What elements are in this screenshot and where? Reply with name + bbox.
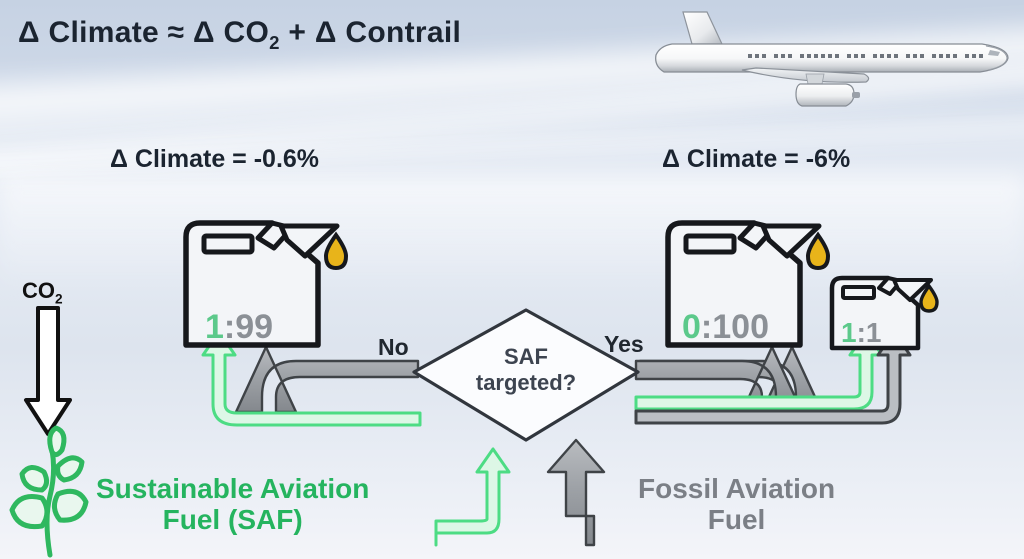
title-prefix: Δ Climate ≈ Δ CO [18, 16, 270, 49]
co2-label-subscript: 2 [55, 291, 63, 307]
title-suffix: + Δ Contrail [279, 16, 462, 49]
title-subscript: 2 [269, 32, 280, 53]
can-ratio-left-green: 1 [205, 308, 224, 346]
can-ratio-right-small-gray: :1 [857, 317, 882, 348]
oil-droplet-icon [919, 283, 939, 313]
decision-label-line2: targeted? [475, 370, 577, 396]
can-ratio-left-gray: :99 [224, 308, 273, 346]
co2-label-prefix: CO [22, 278, 55, 303]
fuel-can-icon-left [183, 220, 349, 348]
fossil-fuel-label: Fossil Aviation Fuel [638, 473, 835, 536]
can-ratio-right-big-green: 0 [682, 308, 701, 346]
page-title: Δ Climate ≈ Δ CO2 + Δ Contrail [18, 16, 461, 54]
can-ratio-right-small-green: 1 [841, 317, 857, 348]
oil-droplet-icon [805, 231, 831, 271]
can-ratio-left: 1:99 [205, 308, 273, 346]
oil-droplet-icon [323, 231, 349, 271]
branch-label-no: No [378, 334, 409, 360]
climate-label-left: Δ Climate = -0.6% [110, 145, 320, 173]
decision-diamond-label: SAF targeted? [455, 344, 597, 397]
saf-label-line1: Sustainable Aviation [96, 473, 370, 504]
fuel-can-icon-right-big [665, 220, 831, 348]
co2-down-arrow-icon [24, 306, 72, 436]
branch-label-yes: Yes [604, 331, 644, 357]
can-ratio-right-small: 1:1 [841, 317, 881, 348]
saf-fuel-label: Sustainable Aviation Fuel (SAF) [96, 473, 369, 536]
fossil-label-line1: Fossil Aviation [638, 473, 836, 504]
decision-label-line1: SAF [504, 344, 548, 369]
co2-label: CO2 [22, 278, 63, 306]
can-ratio-right-big-gray: :100 [701, 308, 769, 346]
saf-label-line2: Fuel (SAF) [162, 504, 303, 536]
can-ratio-right-big: 0:100 [682, 308, 769, 346]
climate-label-right: Δ Climate = -6% [662, 145, 851, 173]
plant-icon [9, 425, 89, 558]
fossil-label-line2: Fuel [707, 504, 766, 536]
fuel-can-icon-right-small [829, 275, 939, 351]
sky-haze [0, 175, 1024, 295]
